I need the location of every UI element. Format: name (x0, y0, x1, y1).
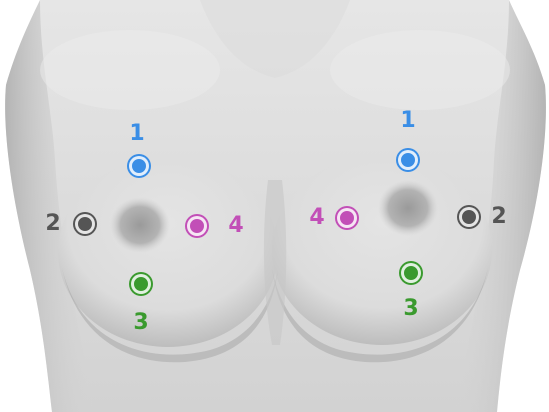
left-marker-4-medial-dot (187, 216, 207, 236)
left-marker-3-inferior-dot (131, 274, 151, 294)
left-marker-4-label: 4 (228, 215, 243, 237)
left-marker-1-superior-dot (129, 156, 149, 176)
right-marker-4-label: 4 (309, 207, 324, 229)
right-marker-2-lateral-dot (459, 207, 479, 227)
left-marker-3-label: 3 (133, 312, 148, 334)
right-marker-1-superior-dot (398, 150, 418, 170)
left-marker-2-label: 2 (45, 213, 60, 235)
right-marker-4-medial-dot (337, 208, 357, 228)
right-marker-2-label: 2 (491, 206, 506, 228)
left-marker-2-lateral-dot (75, 214, 95, 234)
left-marker-1-label: 1 (129, 123, 144, 145)
right-marker-3-inferior-dot (401, 263, 421, 283)
right-marker-1-label: 1 (400, 110, 415, 132)
right-marker-3-label: 3 (403, 298, 418, 320)
